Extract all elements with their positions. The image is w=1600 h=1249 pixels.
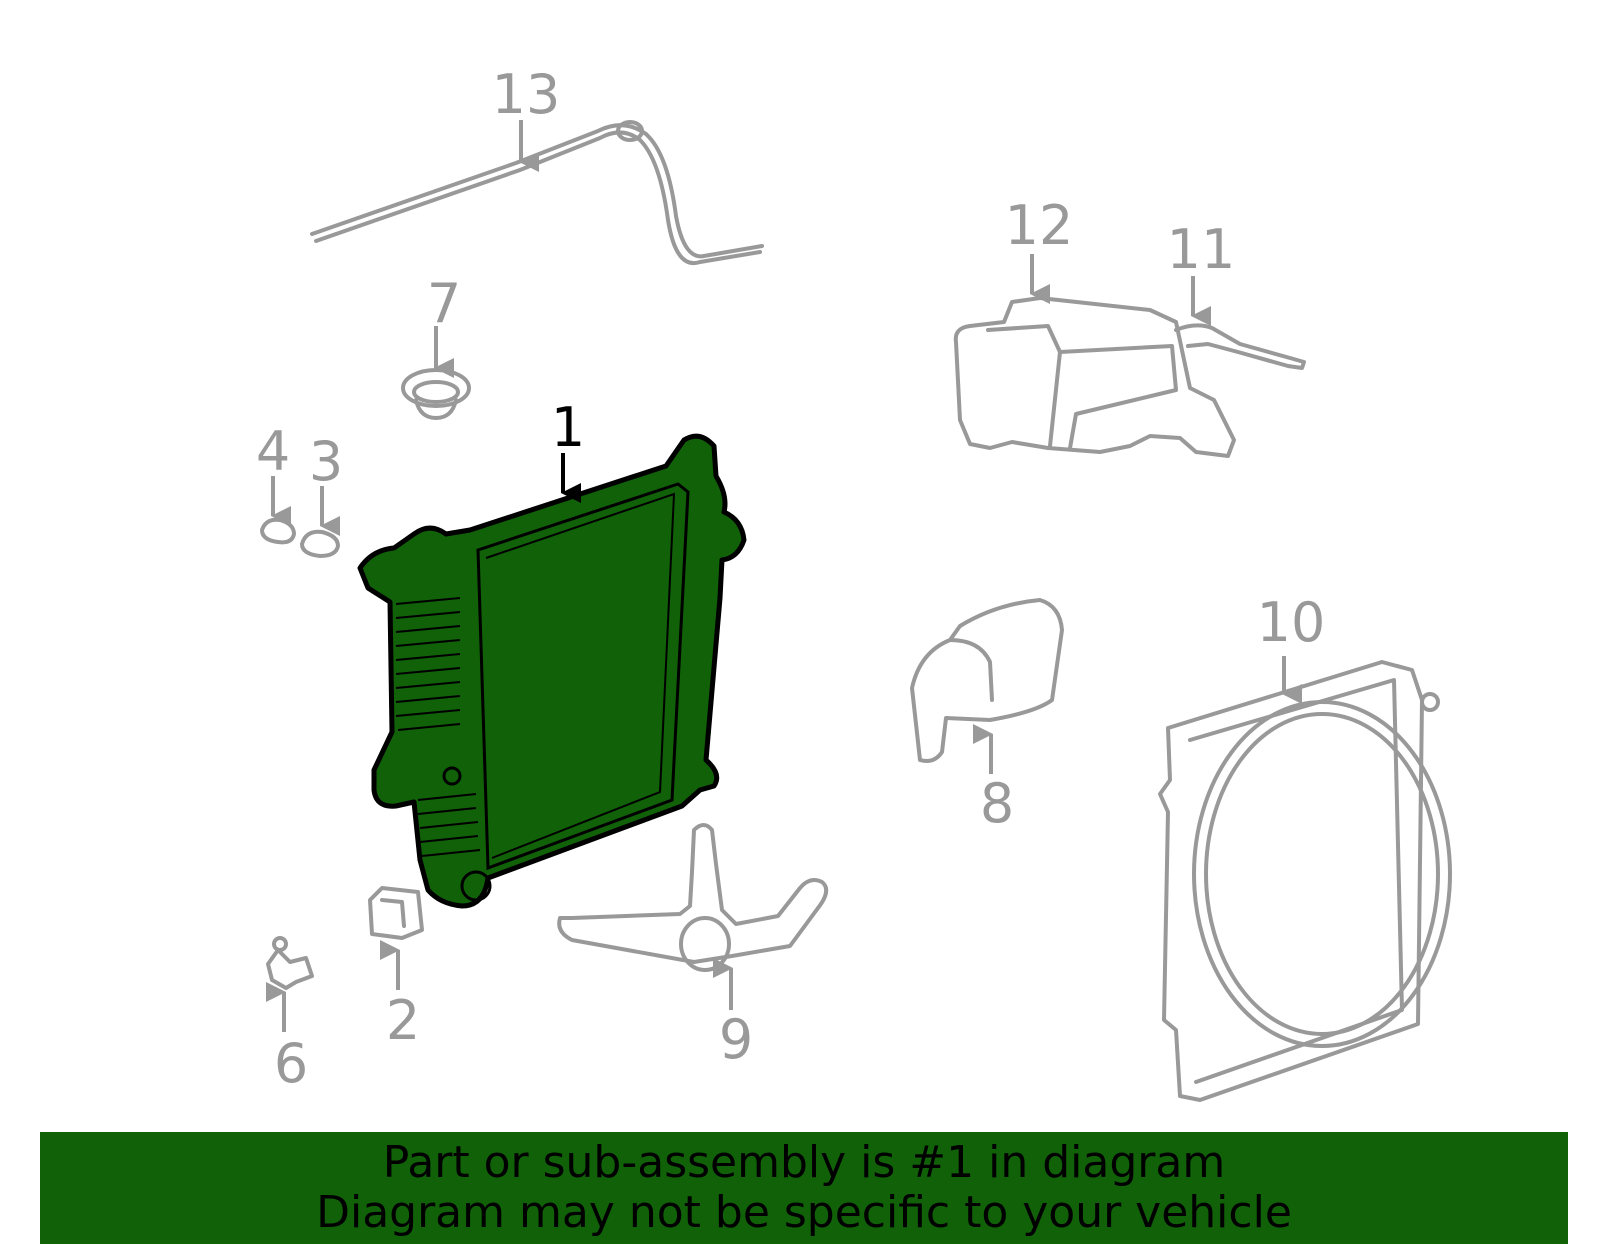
callout-3: 3 (309, 430, 343, 493)
callout-8: 8 (980, 772, 1014, 835)
callout-6: 6 (274, 1032, 308, 1095)
banner-line-1: Part or sub-assembly is #1 in diagram (382, 1137, 1226, 1188)
callout-1: 1 (551, 396, 585, 459)
part-9-lower-hose: 9 (557, 823, 829, 1071)
callout-2: 2 (386, 989, 420, 1052)
part-10-fan-shroud: 10 (1158, 591, 1452, 1102)
part-2-bracket: 2 (368, 886, 424, 1052)
part-7-cap: 7 (401, 272, 471, 420)
part-12-reservoir: 12 (953, 194, 1236, 458)
banner-line-2: Diagram may not be specific to your vehi… (316, 1187, 1292, 1238)
info-banner: Part or sub-assembly is #1 in diagram Di… (40, 1132, 1568, 1244)
part-1-radiator: 1 (357, 396, 747, 909)
callout-11: 11 (1167, 218, 1236, 281)
part-3-clip: 3 (300, 430, 343, 558)
callout-13: 13 (492, 63, 561, 126)
callout-12: 12 (1005, 194, 1074, 257)
part-8-upper-hose: 8 (910, 598, 1064, 835)
part-4-clip: 4 (256, 420, 296, 545)
callout-10: 10 (1257, 591, 1326, 654)
part-11-reservoir-hose: 11 (1167, 218, 1306, 370)
part-13-overflow-hose: 13 (310, 63, 764, 266)
part-6-drain-cock: 6 (266, 936, 314, 1095)
callout-4: 4 (256, 420, 290, 483)
callout-9: 9 (719, 1008, 753, 1071)
callout-7: 7 (427, 272, 461, 335)
